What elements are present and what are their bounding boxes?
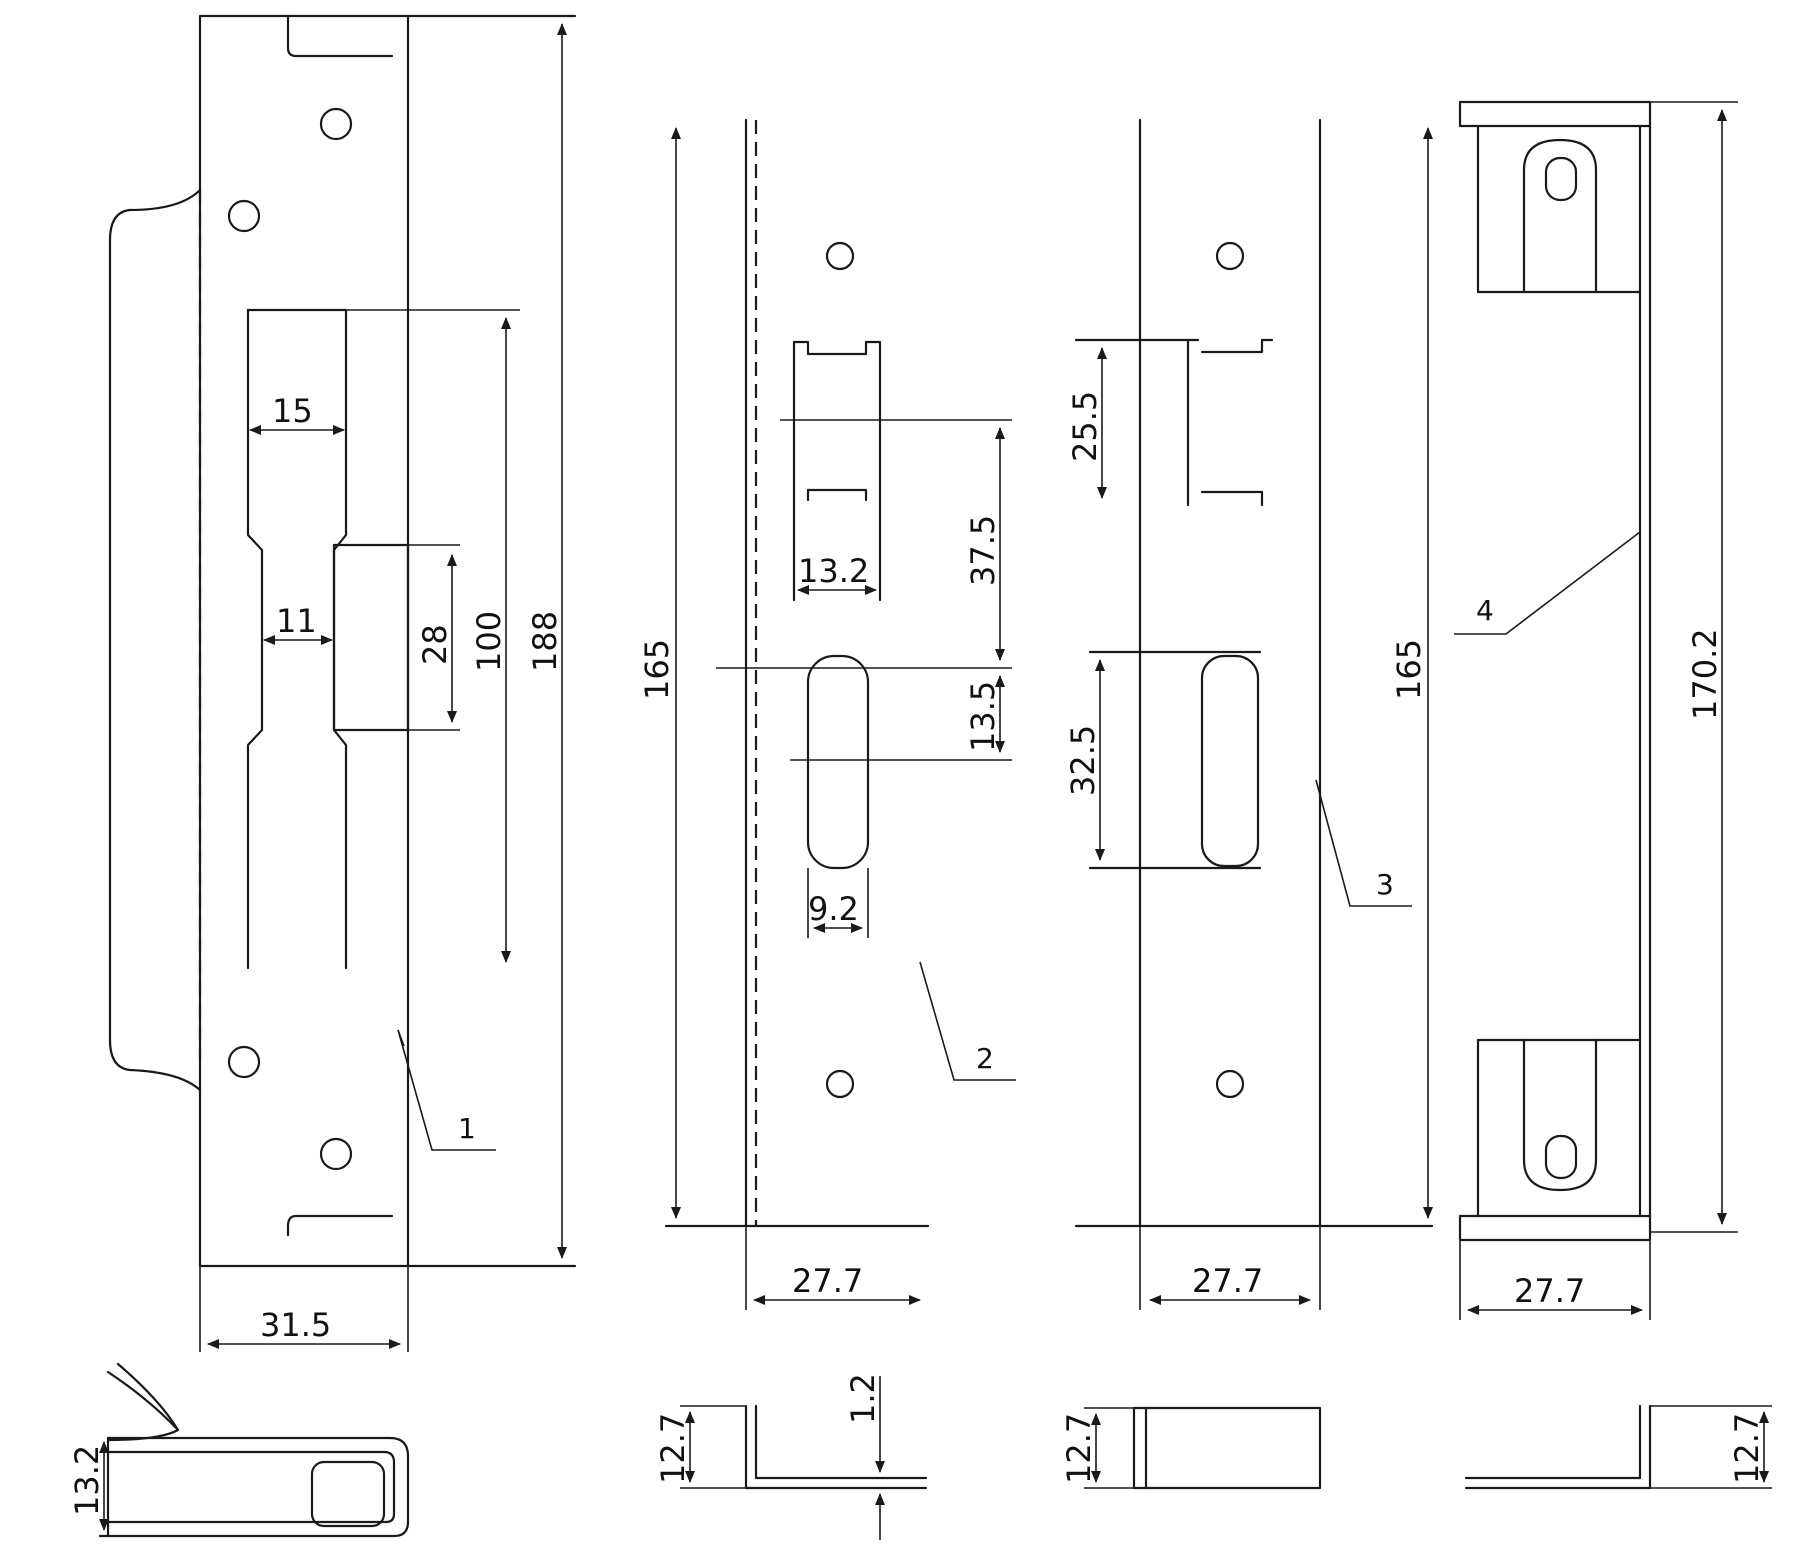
mount-hole-icon	[227, 199, 261, 233]
dim-label: 100	[470, 611, 508, 672]
dim-label: 13.2	[798, 552, 869, 590]
mount-hole-icon	[319, 107, 353, 141]
part-2-dimensions: 165 13.2 37.5 13.5 9.2 27.7 2	[638, 127, 1005, 1310]
part-1-dimensions: 15 11 28 100 188 31.5 1	[199, 23, 567, 1352]
dim-label: 188	[526, 611, 564, 672]
part-4-front-view	[1454, 100, 1652, 1242]
part-2-front-view	[664, 118, 1016, 1228]
dim-label: 12.7	[1060, 1413, 1098, 1484]
dim-label: 12.7	[1728, 1413, 1766, 1484]
part-2-section-view: 12.7 1.2	[654, 1373, 928, 1540]
part-3-front-view	[1074, 118, 1434, 1228]
dim-label: 9.2	[808, 890, 859, 928]
part-3-dimensions: 25.5 32.5 165 27.7 3	[1064, 127, 1433, 1310]
mount-hole-icon	[1215, 1069, 1245, 1099]
dim-label: 12.7	[654, 1413, 692, 1484]
dim-label: 25.5	[1066, 391, 1104, 462]
mount-hole-icon	[825, 241, 855, 271]
part-1-section-view: 13.2	[68, 1362, 410, 1538]
dim-label: 1.2	[844, 1373, 882, 1424]
mount-hole-icon	[319, 1137, 353, 1171]
dim-label: 13.5	[964, 681, 1002, 752]
part-4-dimensions: 170.2 27.7 4	[1459, 101, 1738, 1320]
dim-label: 27.7	[1192, 1262, 1263, 1300]
mount-hole-icon	[1215, 241, 1245, 271]
mount-hole-icon	[227, 1045, 261, 1079]
dim-label: 13.2	[68, 1445, 106, 1516]
part-3-section-view: 12.7	[1060, 1406, 1322, 1490]
dim-label: 170.2	[1686, 628, 1724, 720]
part-4-section-view: 12.7	[1464, 1404, 1772, 1490]
part-number-label: 3	[1376, 868, 1394, 901]
part-1-front-view	[108, 14, 577, 1268]
dim-label: 31.5	[260, 1306, 331, 1344]
dim-label: 32.5	[1064, 725, 1102, 796]
dim-label: 165	[638, 639, 676, 700]
dim-label: 28	[416, 624, 454, 665]
dim-label: 165	[1390, 639, 1428, 700]
part-number-label: 4	[1476, 594, 1494, 627]
dim-label: 27.7	[792, 1262, 863, 1300]
part-number-label: 2	[976, 1042, 994, 1075]
dim-label: 15	[272, 392, 313, 430]
dim-label: 27.7	[1514, 1272, 1585, 1310]
mount-hole-icon	[825, 1069, 855, 1099]
part-number-label: 1	[458, 1112, 476, 1145]
dim-label: 11	[276, 602, 317, 640]
dim-label: 37.5	[964, 515, 1002, 586]
